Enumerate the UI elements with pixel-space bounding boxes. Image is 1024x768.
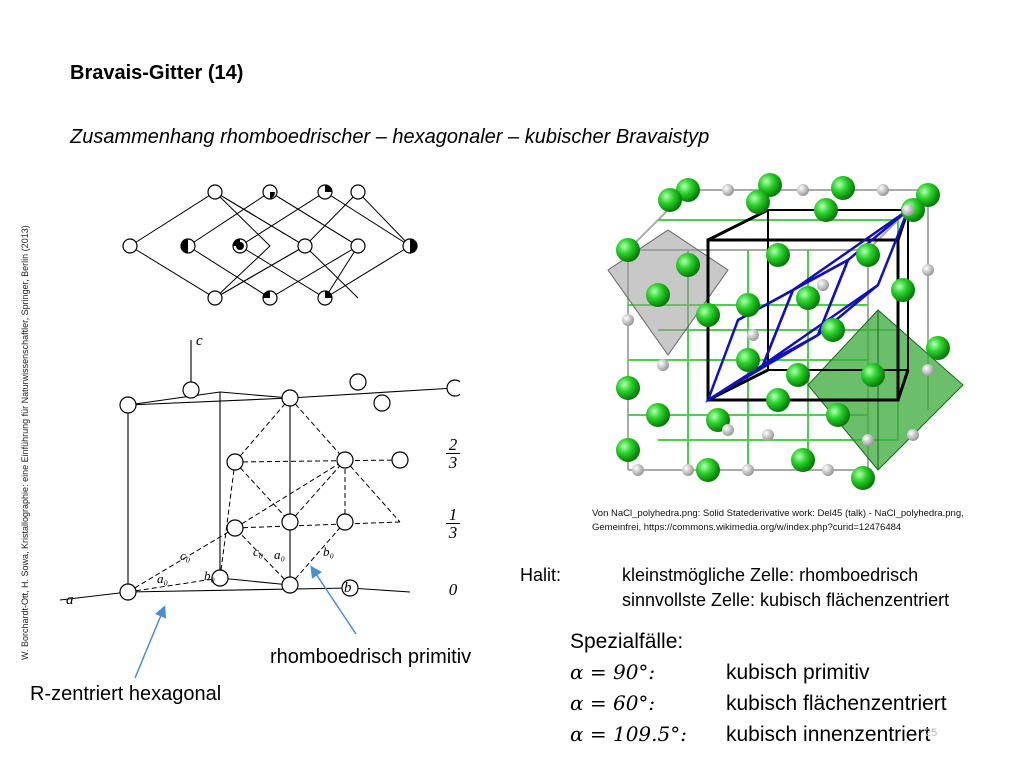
nacl-structure-illustration xyxy=(607,173,964,490)
rhombo-primitive-label: rhomboedrisch primitiv xyxy=(270,646,472,668)
special-case-desc: kubisch flächenzentriert xyxy=(726,692,947,715)
page-number: 25 xyxy=(925,727,938,739)
hex-a0-label: a₀ xyxy=(157,571,169,586)
special-case-angle: α = 90°: xyxy=(570,660,656,684)
rhombo-b0-label: b₀ xyxy=(323,544,335,559)
pointer-arrows xyxy=(134,565,357,679)
fraction-zero: 0 xyxy=(448,580,458,599)
axis-c-label: c xyxy=(196,333,203,349)
fraction-num: 1 xyxy=(446,506,460,524)
halite-label: Halit: xyxy=(520,565,562,585)
right-octahedron xyxy=(807,309,964,471)
halite-note: Halit: kleinstmögliche Zelle: rhomboedri… xyxy=(520,563,1010,615)
rhombus-projection-diagram xyxy=(122,184,418,306)
special-case-desc: kubisch innenzentriert xyxy=(726,723,931,746)
halite-line-smallest: kleinstmögliche Zelle: rhomboedrisch xyxy=(622,565,919,585)
axis-b-label: b xyxy=(344,580,352,596)
special-case-desc: kubisch primitiv xyxy=(726,661,870,684)
height-fractions: 2 3 1 3 0 xyxy=(446,436,466,599)
arrow-rhex xyxy=(134,605,167,679)
side-citation: W. Borchardt-Ott, H. Sowa, Kristallograp… xyxy=(20,225,30,660)
rhombo-a0-label: a₀ xyxy=(274,547,286,562)
slide-subtitle: Zusammenhang rhomboedrischer – hexagonal… xyxy=(70,126,710,148)
special-cases-header: Spezialfälle: xyxy=(570,630,684,653)
r-centered-hexagonal-label: R-zentriert hexagonal xyxy=(30,683,222,705)
rhombo-c0-label: c₀ xyxy=(253,544,264,559)
fraction-den: 3 xyxy=(448,453,458,472)
special-case-row: α = 90°: kubisch primitiv xyxy=(570,657,1000,688)
special-case-angle: α = 109.5°: xyxy=(570,722,687,746)
arrow-rhombo xyxy=(310,565,357,635)
axis-a-label: a xyxy=(66,592,74,608)
fraction-one-third: 1 3 xyxy=(446,506,460,541)
special-case-row: α = 109.5°: kubisch innenzentriert xyxy=(570,719,1000,750)
fraction-den: 3 xyxy=(448,523,458,542)
fraction-num: 2 xyxy=(446,436,460,454)
special-case-angle: α = 60°: xyxy=(570,691,656,715)
slide-title: Bravais-Gitter (14) xyxy=(70,62,244,84)
special-case-row: α = 60°: kubisch flächenzentriert xyxy=(570,688,1000,719)
fraction-two-thirds: 2 3 xyxy=(446,436,460,471)
special-cases: Spezialfälle: α = 90°: kubisch primitiv … xyxy=(570,626,1000,750)
hexagonal-rhombohedral-cell-diagram xyxy=(60,340,460,601)
image-credit: Von NaCl_polyhedra.png: Solid Statederiv… xyxy=(592,508,964,533)
hex-b0-label: b₀ xyxy=(204,568,216,583)
hex-c0-label: c₀ xyxy=(180,548,191,563)
halite-line-sensible: sinnvollste Zelle: kubisch flächenzentri… xyxy=(622,590,950,610)
